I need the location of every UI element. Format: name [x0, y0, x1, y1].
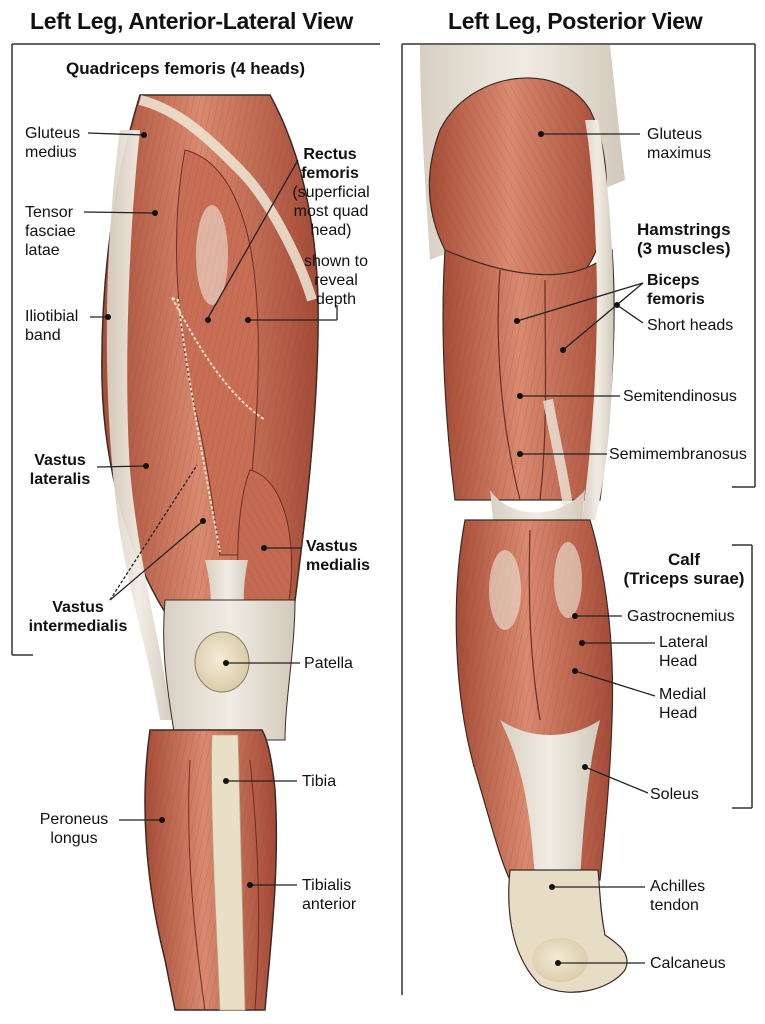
label-tibia: Tibia	[302, 773, 337, 790]
quadriceps-heading: Quadriceps femoris (4 heads)	[66, 59, 306, 78]
label-gastrocnemius: Gastrocnemius	[627, 608, 735, 625]
label-soleus: Soleus	[650, 786, 699, 803]
anterior-leg-figure	[101, 94, 319, 1011]
label-semimembranosus: Semimembranosus	[609, 446, 747, 463]
label-patella: Patella	[304, 655, 353, 672]
right-panel-title: Left Leg, Posterior View	[448, 8, 703, 34]
hamstrings-heading: Hamstrings(3 muscles)	[637, 220, 731, 258]
label-semitendinosus: Semitendinosus	[623, 388, 737, 405]
label-short-heads: Short heads	[647, 317, 734, 334]
posterior-leg-figure	[420, 45, 628, 993]
left-panel-title: Left Leg, Anterior-Lateral View	[30, 8, 353, 34]
calf-heading: Calf(Triceps surae)	[623, 550, 745, 588]
label-calcaneus: Calcaneus	[650, 955, 726, 972]
